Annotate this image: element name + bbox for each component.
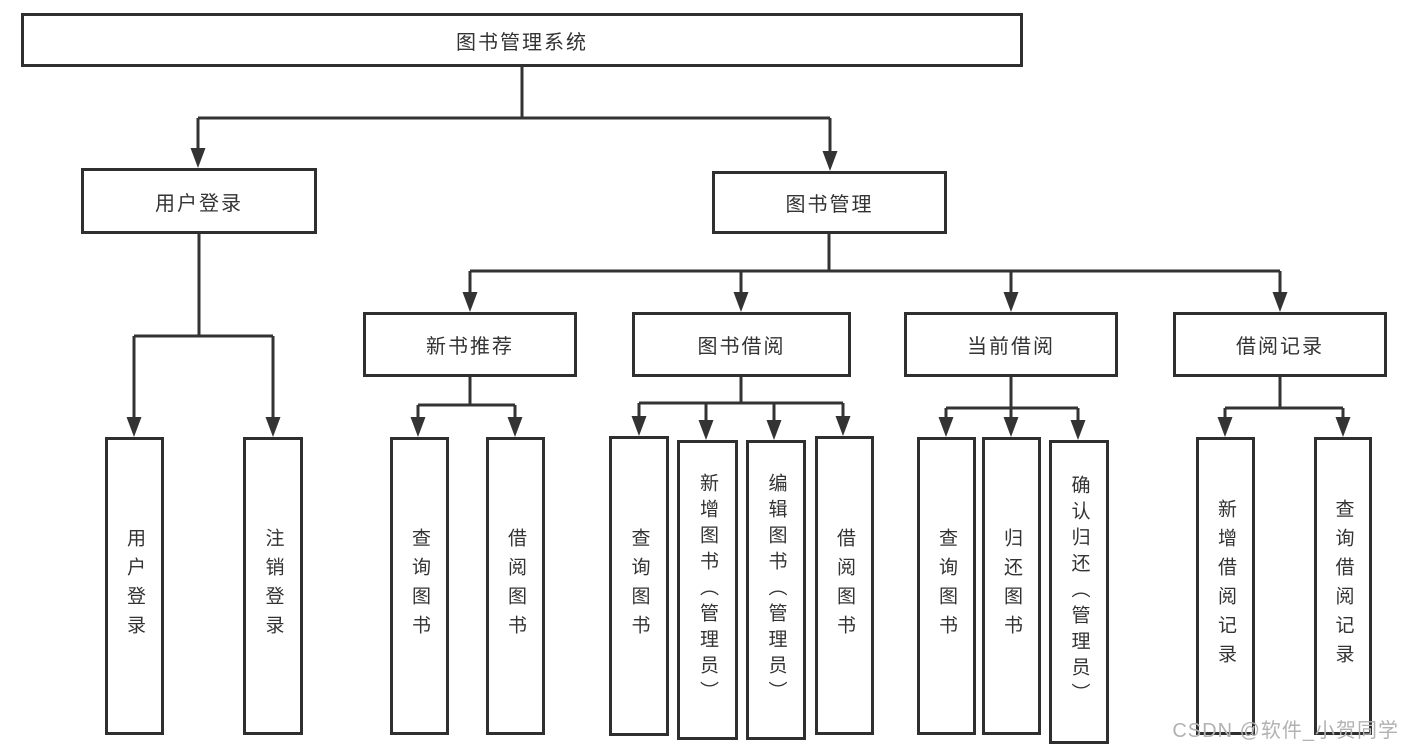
node-label: 确认归还（管理员） [1068, 475, 1090, 709]
node-label: 查询图书 [409, 528, 430, 644]
connector-borrowing-records [1223, 377, 1345, 422]
arrowhead [1003, 292, 1019, 312]
node-label: 新增借阅记录 [1215, 499, 1236, 673]
node-label: 借阅记录 [1236, 336, 1324, 358]
node-label: 注销登录 [262, 528, 284, 644]
arrowhead [631, 416, 647, 436]
arrowhead [507, 417, 523, 437]
node-borrowing-records: 借阅记录 [1173, 312, 1387, 377]
leaf-borrow-books-recommend: 借阅图书 [486, 437, 545, 735]
leaf-query-books-recommend: 查询图书 [390, 437, 449, 735]
node-label: 图书管理系统 [456, 31, 588, 54]
connector-new-book [416, 377, 517, 422]
node-new-book-recommendation: 新书推荐 [363, 312, 577, 377]
arrowhead [822, 151, 838, 171]
node-label: 用户登录 [124, 528, 145, 644]
arrowhead [1003, 417, 1019, 437]
arrowhead [1272, 292, 1288, 312]
connector-book-borrowing [637, 377, 845, 425]
leaf-return-books: 归还图书 [982, 437, 1041, 735]
arrowhead [1070, 420, 1086, 440]
arrowhead [733, 292, 749, 312]
node-label: 图书管理 [785, 194, 874, 216]
node-label: 编辑图书（管理员） [765, 473, 787, 707]
node-book-borrowing: 图书借阅 [632, 312, 851, 377]
node-user-login: 用户登录 [81, 168, 317, 234]
arrowhead [1335, 417, 1351, 437]
connector-root [196, 67, 832, 155]
leaf-query-borrow-record: 查询借阅记录 [1314, 437, 1372, 735]
leaf-confirm-return-admin: 确认归还（管理员） [1049, 440, 1109, 744]
node-book-management: 图书管理 [712, 171, 947, 234]
arrowhead [410, 417, 426, 437]
leaf-query-books-borrowing: 查询图书 [609, 436, 669, 736]
leaf-logout: 注销登录 [243, 437, 303, 735]
node-label: 用户登录 [155, 192, 243, 215]
node-label: 查询图书 [628, 528, 650, 644]
arrowhead [766, 420, 782, 440]
node-current-borrowing: 当前借阅 [904, 312, 1118, 377]
leaf-query-books-current: 查询图书 [917, 437, 976, 735]
arrowhead [835, 416, 851, 436]
leaf-edit-book-admin: 编辑图书（管理员） [746, 440, 806, 740]
node-label: 归还图书 [1001, 528, 1022, 644]
leaf-add-book-admin: 新增图书（管理员） [677, 440, 738, 740]
leaf-add-borrow-record: 新增借阅记录 [1196, 437, 1255, 735]
arrowhead [698, 420, 714, 440]
arrowhead [462, 292, 478, 312]
connector-book-management [468, 234, 1282, 296]
arrowhead [265, 417, 281, 437]
node-label: 当前借阅 [967, 336, 1055, 358]
node-library-system: 图书管理系统 [21, 13, 1023, 67]
arrowhead [126, 417, 142, 437]
node-label: 借阅图书 [505, 528, 526, 644]
arrowhead [190, 148, 206, 168]
watermark: CSDN @软件_小贺同学 [1172, 720, 1399, 742]
connector-current-borrowing [944, 377, 1080, 425]
leaf-user-login: 用户登录 [105, 437, 164, 735]
node-label: 新增图书（管理员） [697, 473, 718, 707]
leaf-borrow-books-borrowing: 借阅图书 [815, 436, 874, 735]
node-label: 借阅图书 [834, 527, 855, 644]
node-label: 图书借阅 [697, 336, 786, 358]
node-label: 查询借阅记录 [1332, 499, 1354, 673]
node-label: 新书推荐 [426, 336, 514, 358]
connector-user-login [132, 234, 275, 421]
arrowhead [938, 417, 954, 437]
arrowhead [1217, 417, 1233, 437]
node-label: 查询图书 [936, 528, 957, 644]
